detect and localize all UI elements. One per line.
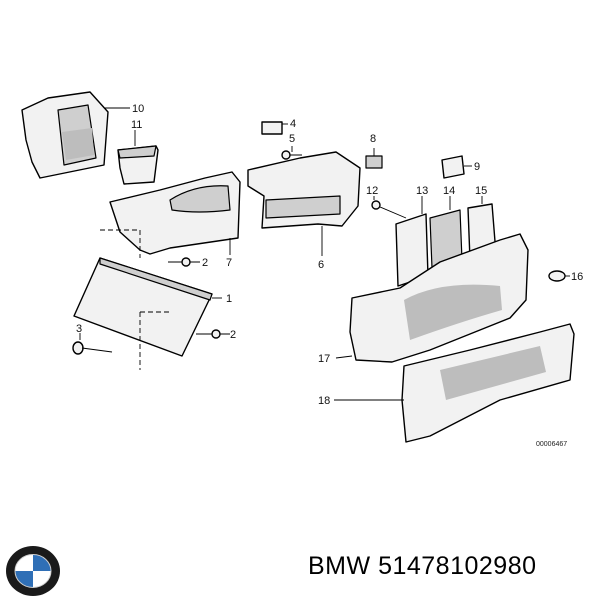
part-number: 51478102980 (378, 552, 537, 580)
callout-1: 1 (226, 293, 232, 305)
callout-2-lower: 2 (230, 329, 236, 341)
part-2-screw-upper (168, 257, 200, 267)
callout-6: 5 (289, 133, 295, 145)
callout-16: 9 (474, 161, 480, 173)
part-16-bracket (441, 155, 472, 179)
part-3-screw (72, 333, 113, 355)
part-18-clip (548, 270, 570, 282)
callout-13: 13 (416, 185, 428, 197)
part-9-tray (117, 130, 159, 185)
callout-5: 6 (318, 259, 324, 271)
part-6-bolt (281, 146, 302, 160)
bmw-roundel-icon (6, 546, 60, 596)
callout-10: 4 (290, 118, 296, 130)
callout-2-upper: 2 (202, 257, 208, 269)
callout-14: 14 (443, 185, 455, 197)
callout-4: 7 (226, 257, 232, 269)
callout-3: 3 (76, 323, 82, 335)
part-4-side-trim-panel (100, 171, 241, 258)
callout-18: 16 (571, 271, 583, 283)
callout-15: 15 (475, 185, 487, 197)
part-5-rear-trim (247, 151, 361, 256)
brand-name: BMW (308, 552, 371, 580)
part-17-bolt (371, 196, 407, 219)
callout-11: 17 (318, 353, 330, 365)
brand-part-number: BMW 51478102980 (308, 552, 537, 581)
callout-7: 8 (370, 133, 376, 145)
part-10-clip (261, 121, 288, 135)
callout-12: 18 (318, 395, 330, 407)
part-12-lower-trim (334, 323, 575, 443)
callout-9: 11 (131, 119, 142, 131)
part-8-storage-box (21, 91, 130, 179)
callout-8: 10 (132, 103, 144, 115)
part-7-clip (365, 148, 383, 169)
callout-17: 12 (366, 185, 378, 197)
part-11-wheel-arch-trim (335, 233, 529, 363)
drawing-code: 00006467 (536, 441, 567, 448)
part-2-screw-lower (196, 329, 230, 339)
part-1-cover-panel (73, 257, 222, 370)
